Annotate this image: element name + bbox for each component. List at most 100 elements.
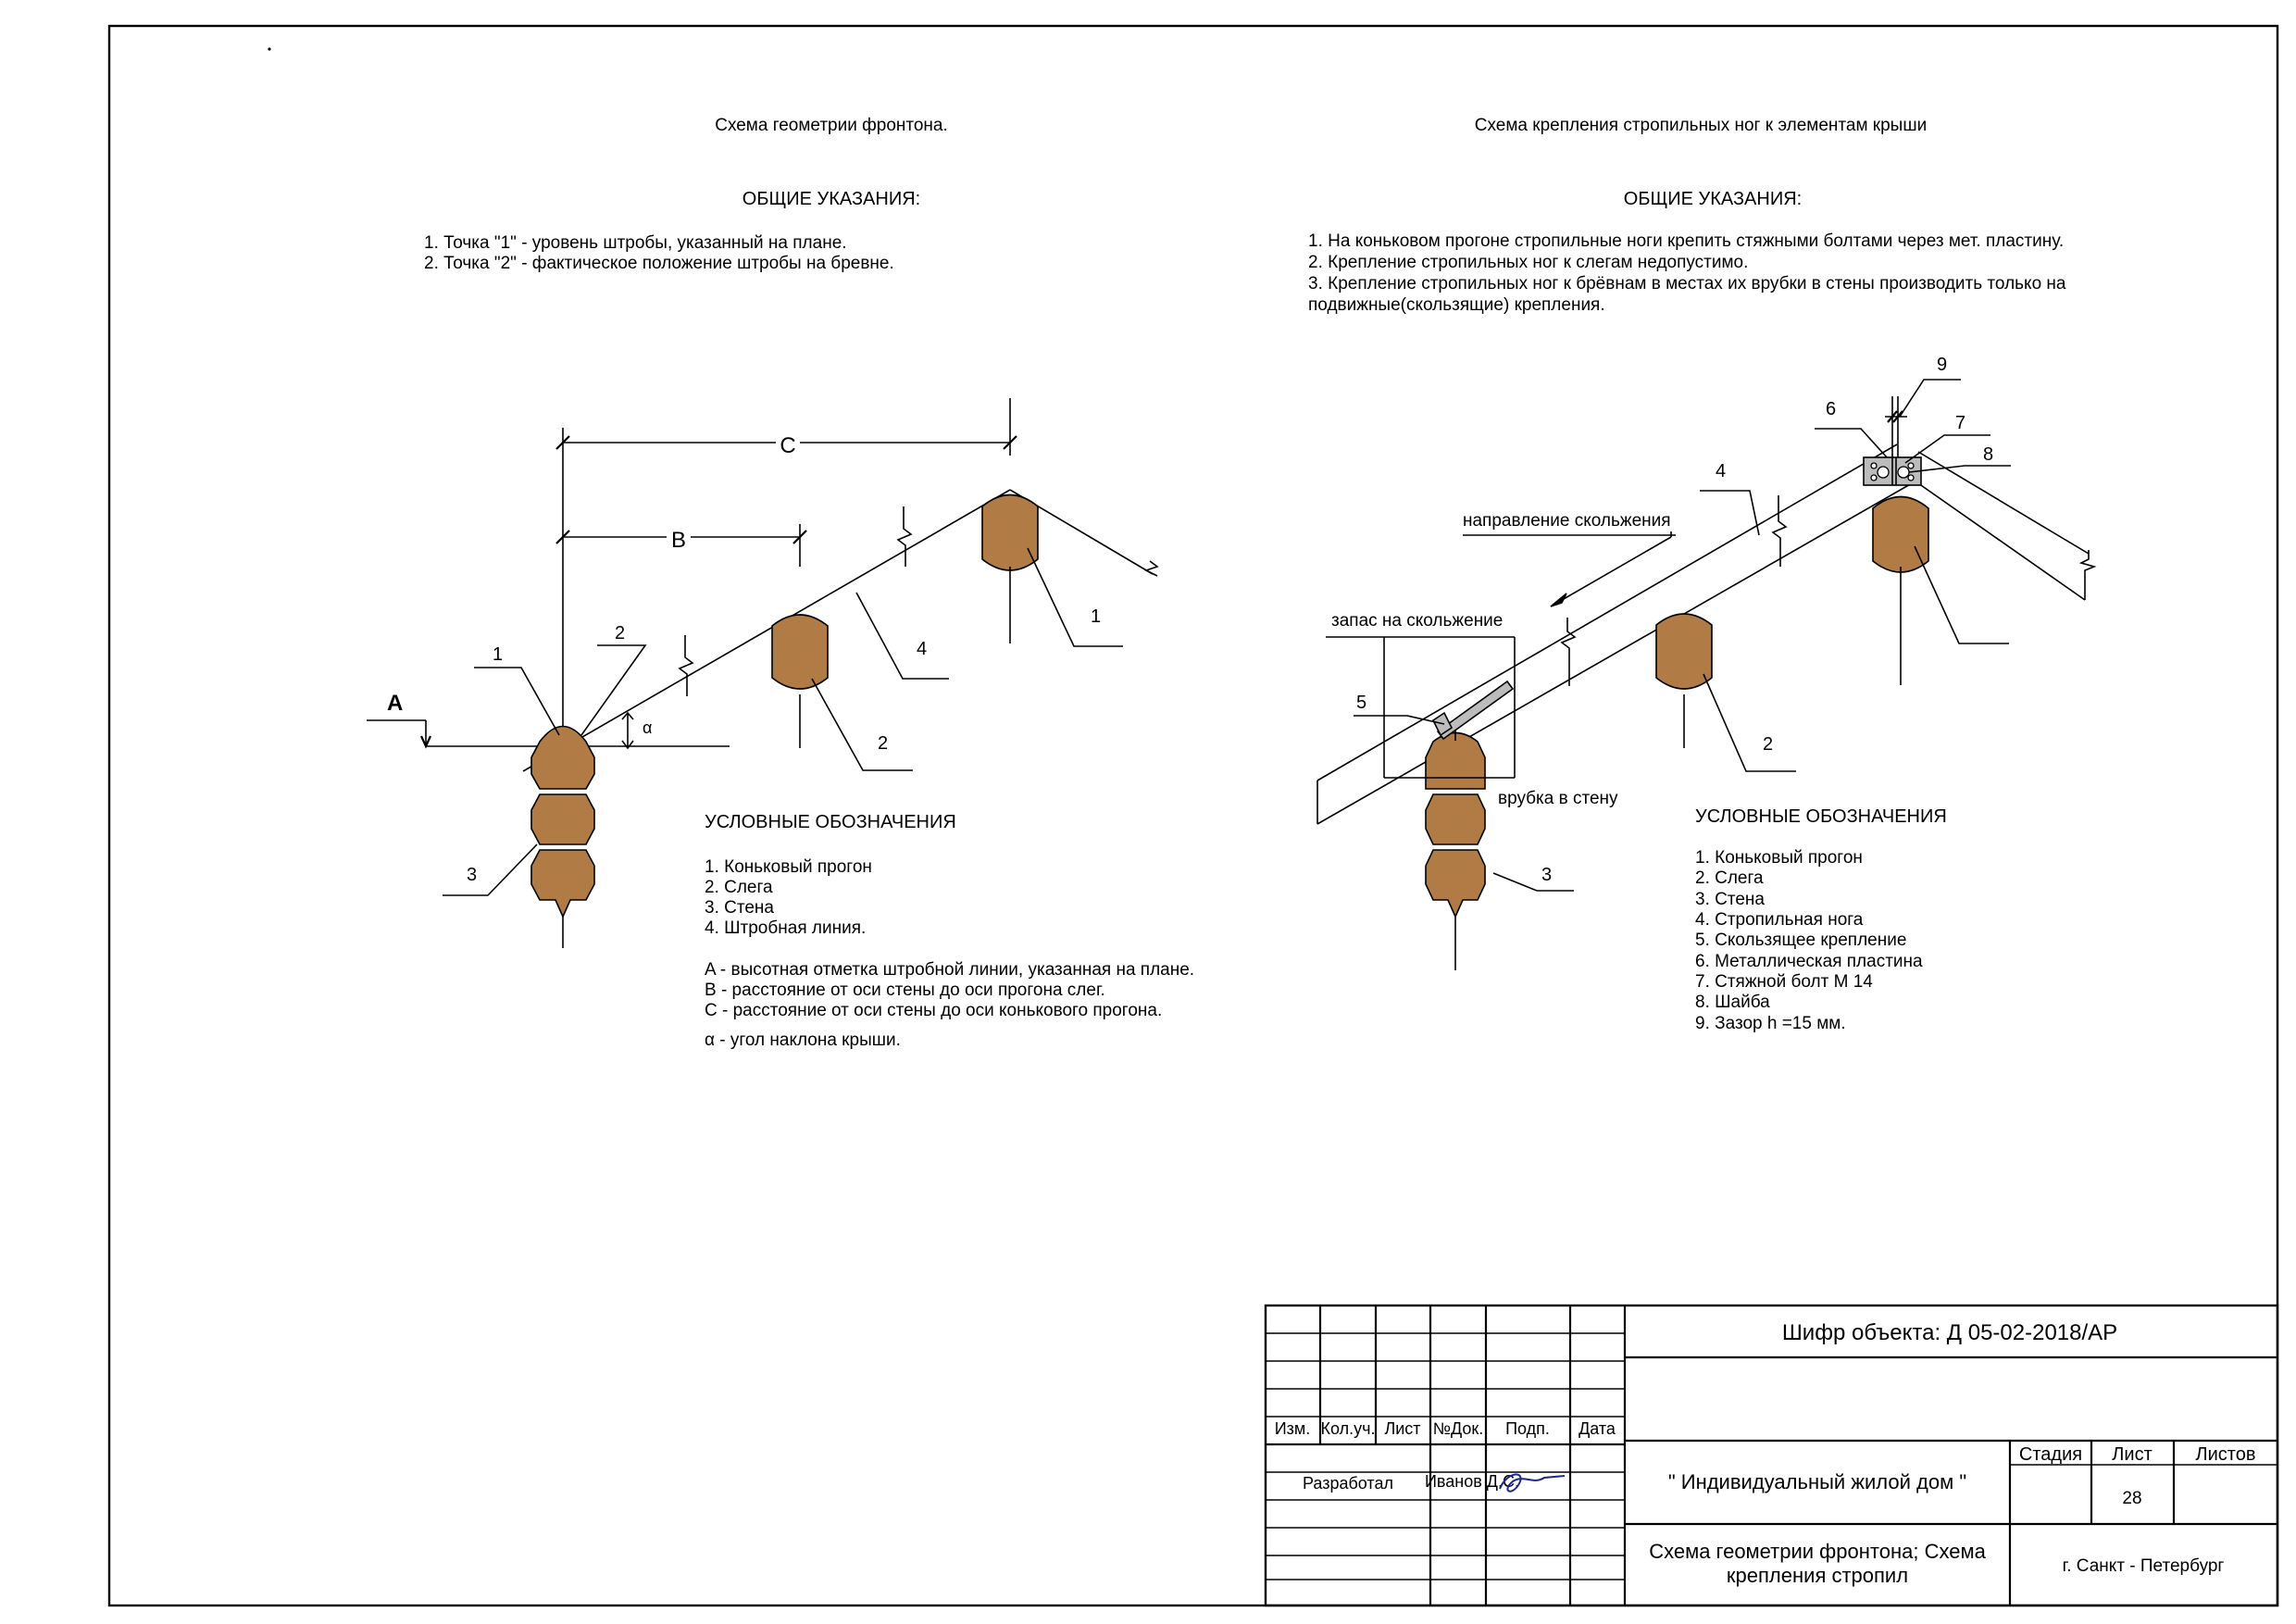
callout-6: 6 [1826,399,1836,419]
stamp-header-izm: Изм. [1275,1419,1311,1438]
slide-direction-arrowhead [1550,593,1567,607]
city: г. Санкт - Петербург [2063,1556,2225,1576]
stage-label: Стадия [2019,1444,2082,1465]
stamp-header-doc: №Док. [1433,1419,1484,1438]
slide-direction-line [1550,536,1672,607]
datum-a-arrow [419,735,432,749]
left-legend-4: 4. Штробная линия. [705,918,866,938]
title-block: Изм. Кол.уч. Лист №Док. Подп. Дата Разра… [1264,1304,2279,1607]
callout-7: 7 [1955,413,1965,433]
break-mark-rafter-2 [1771,495,1788,567]
wall-log-bottom [530,849,595,918]
rafter-bottom-edge [1316,479,1919,825]
plate-hole-1 [1870,462,1878,469]
title-block-border [1264,1304,2279,1607]
sheets-label: Листов [2196,1444,2256,1465]
leader-3-right [1492,872,1574,892]
stamp-header-date: Дата [1578,1419,1616,1438]
sheet-frame [107,24,2279,1607]
break-mark-rafter-right [2078,550,2097,600]
leader-6 [1815,428,1888,458]
callout-1-ridge: 1 [1091,606,1101,627]
gap-tick-left [1887,410,1898,423]
callout-3: 3 [467,865,477,885]
sheet-label: Лист [2112,1444,2152,1465]
right-legend-5: 5. Скользящее крепление [1695,931,1906,950]
right-note-1: 1. На коньковом прогоне стропильные ноги… [1308,231,2064,251]
left-notes-heading: ОБЩИЕ УКАЗАНИЯ: [742,189,920,209]
callout-4: 4 [917,639,927,659]
alpha-label: α [643,718,652,737]
gap-tick-right [1892,410,1903,423]
leader-1-ridge [1027,547,1123,647]
left-def-alpha: α - угол наклона крыши. [705,1031,901,1050]
break-mark-1 [678,635,694,696]
callout-5: 5 [1356,693,1366,713]
dimension-c-label: C [780,433,795,458]
leader-1 [474,667,560,736]
leader-7 [1904,434,1990,464]
slide-reserve-label: запас на скольжение [1331,611,1503,631]
leader-3 [443,843,538,896]
bolt-washer-right [1897,466,1910,479]
break-mark-rafter-1 [1560,618,1577,686]
rafter-right-bottom [1917,482,2086,601]
break-mark-2 [896,506,913,567]
ridge-log [981,493,1039,571]
right-notes-heading: ОБЩИЕ УКАЗАНИЯ: [1624,189,1802,209]
gable-geometry-diagram: C B A α [367,398,1159,948]
dimension-b-tick-right [792,530,807,544]
left-legend-1: 1. Коньковый прогон [705,857,872,877]
leader-2 [580,644,647,736]
callout-2-right: 2 [1763,734,1773,755]
stamp-role: Разработал [1303,1474,1393,1493]
stamp-header-sign: Подп. [1505,1419,1550,1438]
callout-2-purlin: 2 [878,733,888,754]
leader-4-right [1700,490,1760,536]
corner-dot [268,47,271,51]
object-code: Шифр объекта: Д 05-02-2018/АР [1782,1320,2117,1345]
right-legend-heading: УСЛОВНЫЕ ОБОЗНАЧЕНИЯ [1695,806,1947,827]
callout-8: 8 [1983,444,1993,465]
signature-mark [1499,1473,1566,1493]
ridge-log-right [1872,495,1929,573]
left-title: Схема геометрии фронтона. [715,116,948,135]
stroba-line [522,489,1011,772]
rafter-fastening-diagram: 9 6 7 8 2 3 5 запас на скольжение врубка [1316,355,2097,970]
slide-direction-label: направление скольжения [1463,511,1671,531]
sliding-fastener-bar [1436,680,1515,741]
rafter-top-edge [1316,443,1898,781]
break-mark-right-slope [1143,560,1159,577]
stamp-author: Иванов Д.С. [1425,1472,1519,1491]
datum-a-label: A [387,691,403,716]
dimension-c-tick-right [1003,435,1017,450]
sheet-number: 28 [2122,1489,2141,1508]
left-def-c: C - расстояние от оси стены до оси коньк… [705,1001,1162,1020]
bolt-washer-left [1877,466,1890,479]
leader-1-right [1914,545,2009,644]
purlin-log-right [1655,613,1713,690]
leader-8 [1908,465,2011,473]
right-legend-8: 8. Шайба [1695,993,1770,1012]
right-note-2: 2. Крепление стропильных ног к слегам не… [1308,253,1748,272]
left-legend-3: 3. Стена [705,898,774,918]
right-title: Схема крепления стропильных ног к элемен… [1475,116,1927,135]
right-legend-6: 6. Металлическая пластина [1695,952,1923,971]
project-name: " Индивидуальный жилой дом " [1668,1470,1966,1493]
rafter-right-top [1917,451,2090,555]
leader-2-right [1703,673,1796,772]
plate-hole-4 [1907,474,1915,481]
plate-hole-2 [1907,462,1915,469]
alpha-arrow-down [621,740,634,750]
left-note-2: 2. Точка "2" - фактическое положение штр… [424,254,894,273]
wall-log-top-right [1425,731,1486,790]
drawing-title-line-2: крепления стропил [1727,1564,1908,1587]
dimension-c-label-bg [776,430,800,456]
right-legend-4: 4. Стропильная нога [1695,910,1864,930]
right-legend-7: 7. Стяжной болт М 14 [1695,972,1873,992]
right-legend-1: 1. Коньковый прогон [1695,848,1863,868]
wall-log-middle [530,793,595,845]
stamp-header-list: Лист [1384,1419,1420,1438]
wall-log-bottom-right [1425,849,1486,918]
